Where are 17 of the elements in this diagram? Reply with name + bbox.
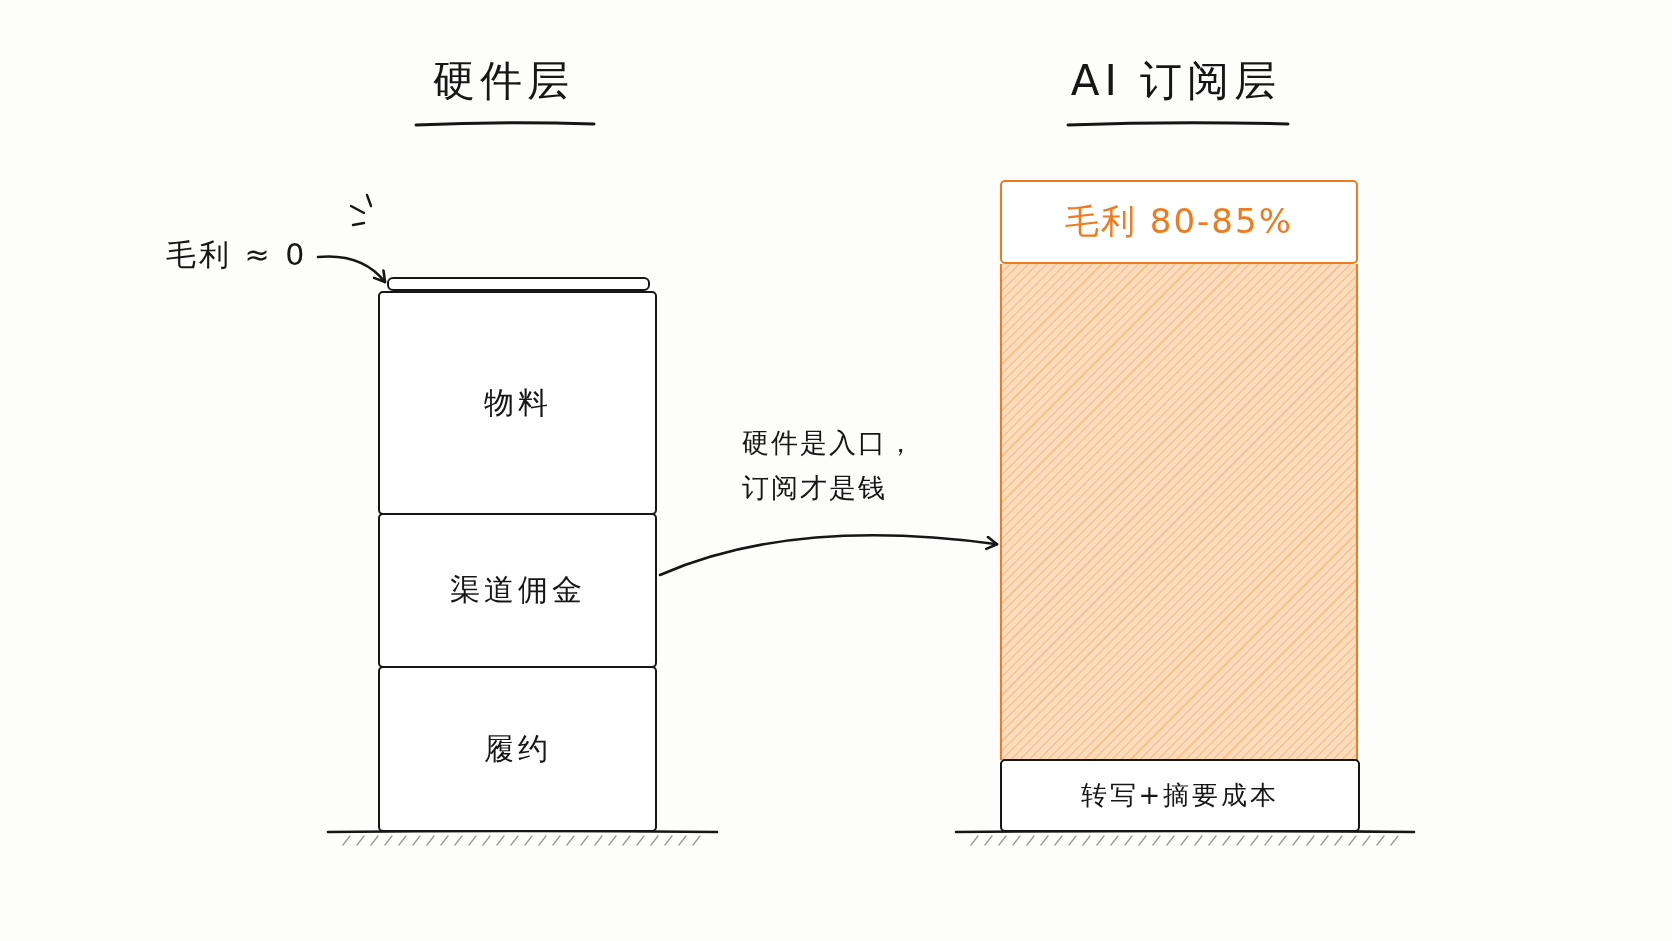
block-label: 渠道佣金 xyxy=(449,573,586,608)
annotation-text: 毛利 ≈ 0 xyxy=(166,236,316,274)
cost-block xyxy=(1000,759,1360,832)
margin-box xyxy=(1000,180,1358,264)
column-heading: AI 订阅层 xyxy=(1070,58,1282,105)
hatched-area xyxy=(1000,264,1358,760)
thin-slab xyxy=(387,277,650,291)
block-label: 物料 xyxy=(483,385,552,421)
block-label: 履约 xyxy=(483,731,552,767)
cost-block xyxy=(378,513,657,668)
cost-block xyxy=(378,291,657,515)
margin-label: 毛利 80-85% xyxy=(1065,202,1293,242)
cost-block xyxy=(378,666,657,832)
arrow xyxy=(658,534,999,577)
arrow xyxy=(316,255,387,284)
block-label: 转写+摘要成本 xyxy=(1080,780,1280,811)
column-heading: 硬件层 xyxy=(432,58,574,105)
